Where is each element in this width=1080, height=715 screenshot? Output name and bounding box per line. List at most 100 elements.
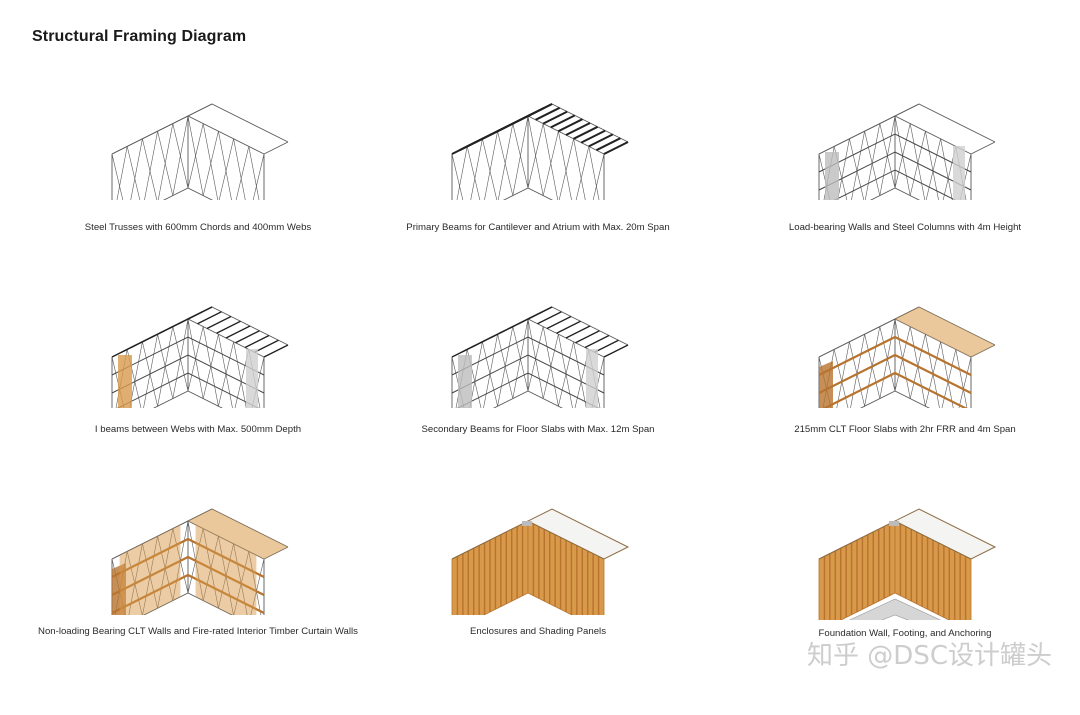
panel-primary-beams: Primary Beams for Cantilever and Atrium … [358,90,718,310]
panel-clt-walls: Non-loading Bearing CLT Walls and Fire-r… [18,495,378,715]
front-bottom-chord [819,188,971,200]
truss-diagram [18,90,378,200]
truss-web [910,124,925,200]
beam [557,321,581,333]
truss-web [467,139,482,200]
panel-caption: Secondary Beams for Floor Slabs with Max… [358,424,718,435]
roof-equipment [889,521,899,526]
beam [604,345,628,357]
beam [566,326,590,338]
truss-web [925,139,940,200]
truss-web [589,154,604,200]
panel-caption: Non-loading Bearing CLT Walls and Fire-r… [18,626,378,637]
truss-web [558,139,573,200]
building-enclosures [452,509,628,615]
i-beams-diagram [18,293,378,408]
truss-web [574,139,589,200]
truss-web [513,116,528,196]
beam [236,331,260,343]
truss-web [142,131,157,200]
truss-web [234,139,249,200]
truss-web [589,146,604,200]
truss-web [127,139,142,200]
truss-web [158,124,173,200]
beam [198,312,222,324]
truss-web [574,146,589,200]
panel-caption: Steel Trusses with 600mm Chords and 400m… [18,222,378,233]
building-i-beams [112,307,288,408]
beam [547,317,571,329]
truss-web [218,131,233,200]
truss-web [173,116,188,196]
truss-web [925,131,940,200]
beam [255,340,279,352]
beam [538,312,562,324]
cross-chord [188,104,212,116]
panel-caption: Primary Beams for Cantilever and Atrium … [358,222,718,233]
truss-web [865,124,880,200]
cross-chord [971,142,995,154]
truss-web [188,124,203,188]
truss-web [112,146,127,200]
panel-caption: 215mm CLT Floor Slabs with 2hr FRR and 4… [725,424,1080,435]
truss-web [528,124,543,188]
truss-web [452,154,467,200]
beam [217,321,241,333]
truss-web [249,154,264,200]
truss-web [249,146,264,200]
truss-web [498,124,513,200]
primary-beams-diagram [358,90,718,200]
truss-web [127,146,142,200]
panel-enclosures: Enclosures and Shading Panels [358,495,718,715]
truss-web [142,139,157,200]
truss-web [543,124,558,200]
panel-secondary-beams: Secondary Beams for Floor Slabs with Max… [358,293,718,513]
building-clt-slabs [819,307,995,408]
panel-i-beams: I beams between Webs with Max. 500mm Dep… [18,293,378,513]
building-clt-walls [112,509,288,615]
cross-chord [895,104,919,116]
building-primary-beams [452,104,628,200]
load-bearing-wall [458,355,472,408]
roof-equipment [522,521,532,526]
load-bearing-wall [586,349,598,408]
truss-web [218,139,233,200]
panel-walls-columns: Load-bearing Walls and Steel Columns wit… [725,90,1080,310]
panel-caption: Enclosures and Shading Panels [358,626,718,637]
clt-roof-slab [819,307,995,357]
panel-foundation: Foundation Wall, Footing, and Anchoring [725,495,1080,715]
truss-web [112,154,127,200]
truss-web [849,131,864,200]
panel-caption: I beams between Webs with Max. 500mm Dep… [18,424,378,435]
building-foundation [813,509,995,620]
truss-web [203,124,218,200]
load-bearing-wall [825,152,839,200]
beam [264,345,288,357]
beam [207,317,231,329]
panel-steel-trusses: Steel Trusses with 600mm Chords and 400m… [18,90,378,310]
building-secondary-beams [452,307,628,408]
truss-web [956,357,971,408]
page-title: Structural Framing Diagram [32,28,246,46]
truss-web [956,349,971,408]
enclosures-diagram [358,495,718,615]
beam [226,326,250,338]
walls-columns-diagram [725,90,1080,200]
truss-web [558,131,573,200]
clt-slabs-diagram [725,293,1080,408]
clt-end-wall [819,361,833,408]
building-walls-columns [819,104,995,200]
watermark: 知乎 @DSC设计罐头 [807,635,1052,672]
load-bearing-wall [953,146,965,200]
cross-chord [264,142,288,154]
truss-web [234,146,249,200]
truss-web [467,146,482,200]
cross-chord [112,142,136,154]
beam [595,340,619,352]
clt-walls-diagram [18,495,378,615]
load-bearing-wall [118,355,132,408]
foundation-diagram [725,495,1080,620]
beam [585,336,609,348]
front-bottom-chord [112,188,264,200]
load-bearing-wall [246,349,258,408]
